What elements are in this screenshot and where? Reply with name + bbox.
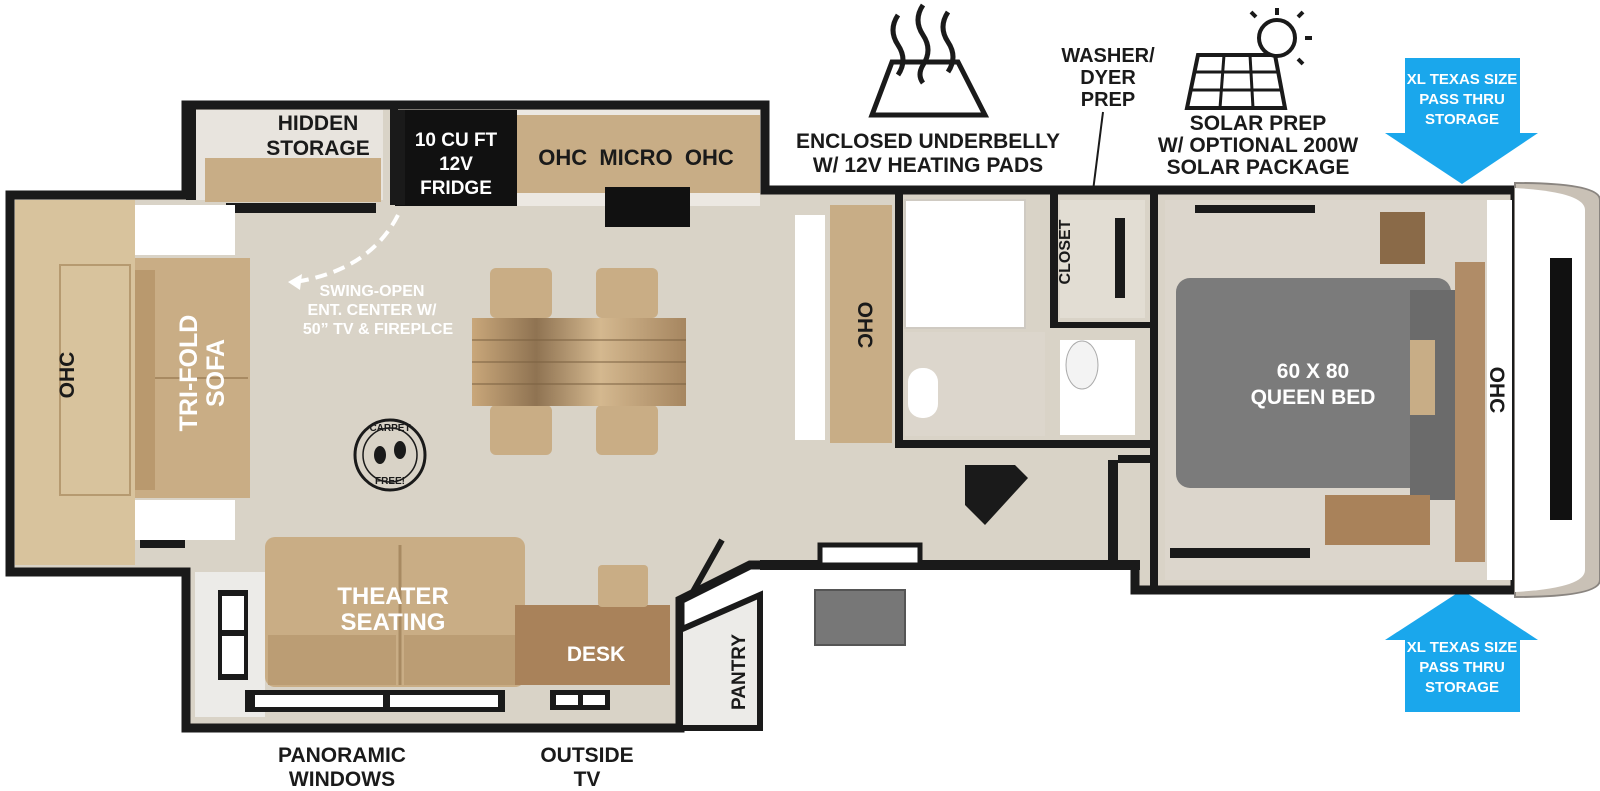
closet-label: CLOSET [1057,219,1074,284]
panoramic-label-1: PANORAMIC [278,744,406,767]
hidden-storage-label-2: STORAGE [266,137,369,160]
washer-label-1: WASHER/ [1061,45,1155,67]
queen-bed [1176,278,1451,488]
wardrobe [1455,262,1485,562]
storage-arrow-top: XL TEXAS SIZE PASS THRU STORAGE [1385,58,1538,184]
left-ohc-label: OHC [56,352,79,399]
solar-label-2: W/ OPTIONAL 200W [1158,134,1358,157]
sofa-label-2: SOFA [202,339,230,407]
dresser [1325,495,1430,545]
heating-icon [868,3,990,118]
washer-label-2: DYER [1080,67,1136,89]
solar-panel-icon [1184,8,1312,110]
panoramic-label-2: WINDOWS [289,768,395,791]
entry-stairs [965,465,1028,525]
theater-label-1: THEATER [337,583,449,610]
storage-top-label-3: STORAGE [1425,111,1499,128]
fridge [395,110,517,206]
upper-cabinets [515,115,760,193]
storage-arrow-bottom: XL TEXAS SIZE PASS THRU STORAGE [1385,590,1538,712]
fridge-label-2: 12V [439,154,473,175]
desk-chair [598,565,648,607]
shower [904,199,1026,329]
right-ohc-label: OHC [853,302,876,349]
nightstand [1380,212,1425,264]
carpet-label: CARPET [369,423,410,434]
toilet [908,368,938,418]
washer-label-3: PREP [1081,89,1135,111]
ohc-column [830,205,892,443]
closet [1060,200,1145,318]
ohc-micro-ohc-label: OHC MICRO OHC [538,145,734,170]
hidden-storage-label-1: HIDDEN [278,112,359,135]
fridge-label-3: FRIDGE [420,178,492,199]
chair [596,405,658,455]
outside-tv-label-2: TV [574,768,601,791]
chair [490,405,552,455]
desk-label: DESK [567,643,625,666]
underbelly-label-1: ENCLOSED UNDERBELLY [796,130,1060,153]
free-label: FREE! [375,476,405,487]
outside-tv-label-1: OUTSIDE [540,744,633,767]
pantry-label: PANTRY [729,634,750,710]
storage-bottom-label-2: PASS THRU [1419,659,1505,676]
chair [490,268,552,318]
theater-label-2: SEATING [341,609,446,636]
bedroom-ohc-label: OHC [1485,367,1508,414]
carpet-free-badge [353,418,427,492]
chair [596,268,658,318]
sofa-label-1: TRI-FOLD [175,315,203,432]
storage-bottom-label-3: STORAGE [1425,679,1499,696]
ent-center-label-3: 50” TV & FIREPLCE [303,321,454,338]
solar-label-3: SOLAR PACKAGE [1167,156,1350,179]
underbelly-label-2: W/ 12V HEATING PADS [813,154,1043,177]
desk [515,605,670,685]
fridge-label-1: 10 CU FT [415,130,498,151]
swing-open-arrow [294,214,400,284]
ent-center-label-1: SWING-OPEN [320,283,425,300]
ent-center-label-2: ENT. CENTER W/ [308,302,437,319]
storage-bottom-label-1: XL TEXAS SIZE [1407,639,1518,656]
bed-label-2: QUEEN BED [1251,386,1376,409]
storage-top-label-1: XL TEXAS SIZE [1407,71,1518,88]
entry-step [814,589,906,646]
left-ohc [15,200,135,565]
solar-label-1: SOLAR PREP [1190,112,1327,135]
pantry [677,590,763,731]
microwave [605,187,690,227]
storage-top-label-2: PASS THRU [1419,91,1505,108]
bed-label-1: 60 X 80 [1277,360,1349,383]
